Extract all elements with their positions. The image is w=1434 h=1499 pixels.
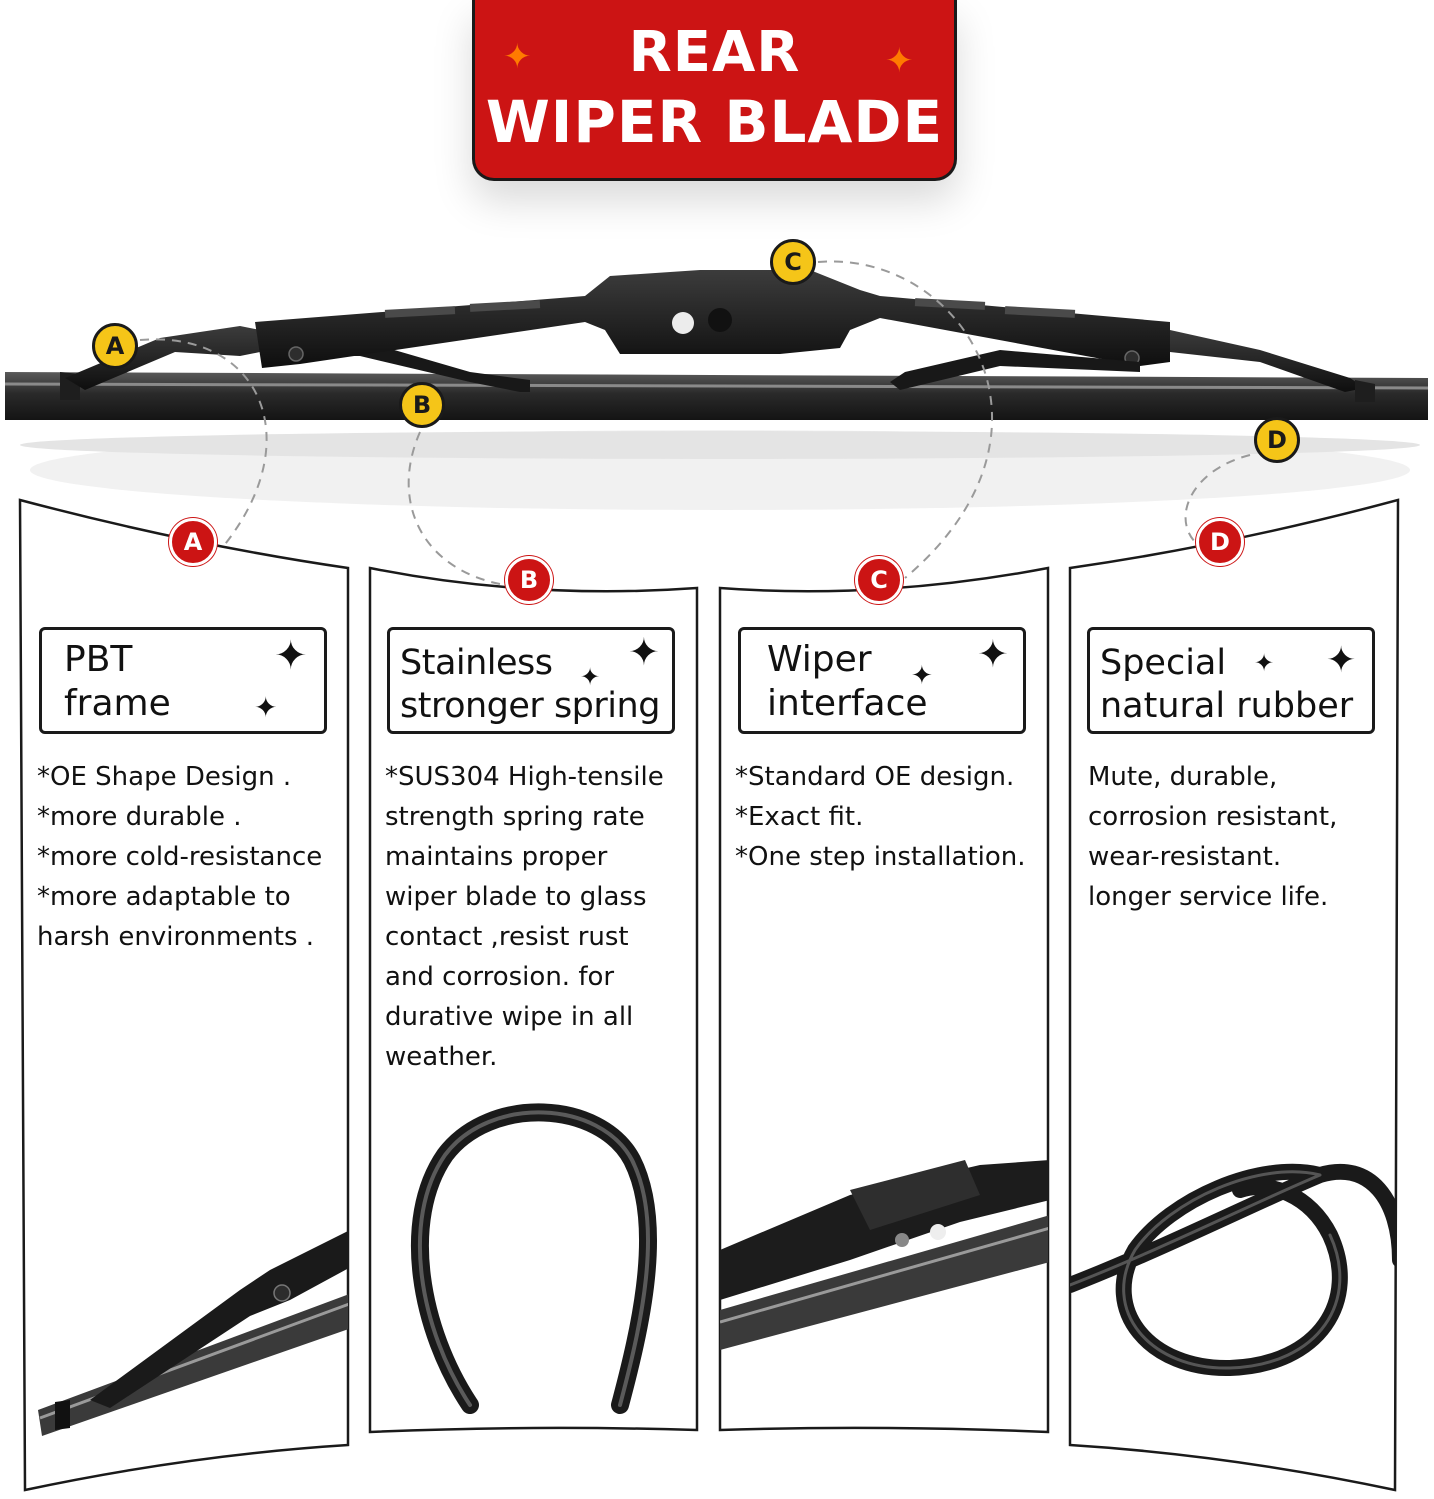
sparkle-icon: ✦	[503, 38, 532, 76]
panel-d-description: Mute, durable, corrosion resistant, wear…	[1088, 762, 1338, 912]
sparkle-icon: ✦	[911, 660, 933, 690]
blade-tip-image	[38, 1225, 348, 1436]
title-line-2: WIPER BLADE	[485, 88, 944, 156]
marker-c: C	[770, 239, 816, 285]
panel-b-heading-text: Stainless stronger spring	[400, 642, 660, 728]
panel-d-heading-line-2: natural rubber	[1100, 686, 1354, 726]
panel-d-heading-text: Special natural rubber	[1100, 642, 1353, 728]
marker-a: A	[92, 323, 138, 369]
title-line-1: REAR	[628, 20, 801, 85]
wiper-blade-image	[4, 270, 1429, 510]
panel-a-heading: PBT frame ✦ ✦	[39, 627, 327, 734]
panel-a-heading-line-2: frame	[64, 683, 171, 724]
sparkle-icon: ✦	[977, 634, 1009, 676]
panel-c-heading-line-1: Wiper	[767, 639, 872, 680]
panel-b-heading-line-2: stronger spring	[400, 686, 660, 726]
panel-b-heading-line-1: Stainless	[400, 643, 553, 683]
sparkle-icon: ✦	[885, 42, 914, 80]
panel-b-description: *SUS304 High-tensile strength spring rat…	[385, 762, 664, 1072]
panel-frame-b	[368, 566, 699, 1434]
panel-a-heading-line-1: PBT	[64, 639, 133, 680]
panel-d-heading: Special natural rubber ✦ ✦	[1087, 627, 1375, 734]
sparkle-icon: ✦	[1326, 639, 1357, 680]
title-badge: ✦ ✦ REAR WIPER BLADE	[472, 0, 957, 181]
panel-c-heading-text: Wiper interface	[767, 638, 928, 726]
sparkle-icon: ✦	[274, 634, 308, 678]
panel-b-badge: B	[505, 556, 553, 604]
sparkle-icon: ✦	[254, 692, 278, 723]
marker-b: B	[399, 382, 445, 428]
rubber-strip-image	[1070, 1163, 1398, 1377]
sparkle-icon: ✦	[628, 632, 660, 674]
panel-a-description: *OE Shape Design . *more durable . *more…	[37, 762, 323, 952]
panel-d-badge: D	[1196, 518, 1244, 566]
panel-c-heading-line-2: interface	[767, 683, 928, 724]
sparkle-icon: ✦	[1254, 650, 1275, 677]
panel-b-heading: Stainless stronger spring ✦ ✦	[387, 627, 675, 734]
sparkle-icon: ✦	[580, 664, 601, 691]
marker-d: D	[1254, 417, 1300, 463]
panel-c-description: *Standard OE design. *Exact fit. *One st…	[735, 762, 1026, 872]
panel-a-heading-text: PBT frame	[64, 638, 171, 726]
panel-c-badge: C	[855, 556, 903, 604]
wiper-interface-image	[720, 1160, 1048, 1350]
steel-spring-image	[411, 1103, 658, 1414]
panel-a-badge: A	[169, 518, 217, 566]
panel-c-heading: Wiper interface ✦ ✦	[738, 627, 1026, 734]
panel-frame-a	[18, 498, 350, 1492]
panel-d-heading-line-1: Special	[1100, 643, 1227, 683]
